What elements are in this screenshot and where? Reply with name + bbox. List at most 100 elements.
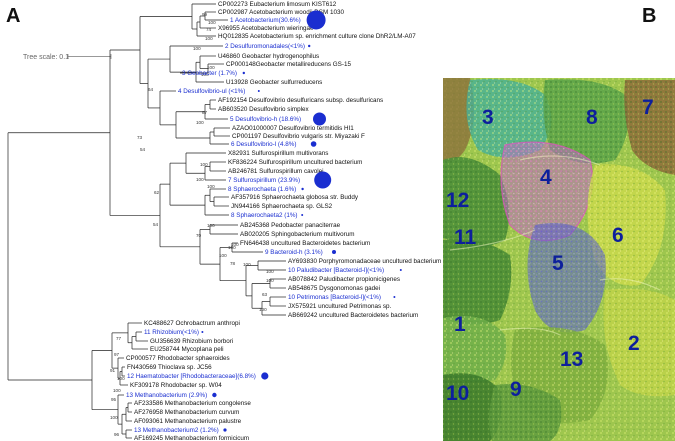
reference-taxon-label: X96955 Acetobacterium wieringae	[218, 25, 314, 32]
bootstrap-value: 70	[196, 233, 202, 238]
abundance-marker	[332, 250, 336, 254]
reference-taxon-label: GU356639 Rhizobium borbori	[150, 338, 233, 345]
bootstrap-value: 74	[206, 27, 212, 32]
bootstrap-value: 100	[207, 65, 215, 70]
reference-taxon-label: AF357916 Sphaerochaeta globosa str. Budd…	[231, 194, 359, 201]
bootstrap-value: 100	[117, 376, 125, 381]
otu-label: 10 Petrimonas [Bacteroid-l](<1%)	[288, 294, 381, 301]
otu-label: 12 Haematobacter [Rhodobacteraceae](6.8%…	[127, 373, 256, 380]
bootstrap-value: 54	[140, 147, 146, 152]
abundance-marker	[308, 44, 311, 48]
bootstrap-value: 100	[196, 120, 204, 125]
otu-label: 9 Bacteroid-h (3.1%)	[265, 249, 323, 256]
reference-taxon-label: AY693830 Porphyromonadaceae uncultured b…	[288, 258, 441, 265]
map-zone-number: 12	[446, 189, 469, 212]
abundance-marker	[313, 112, 326, 126]
otu-label: 5 Desulfovibrio-h (18.6%)	[230, 116, 301, 123]
map-zone-number: 13	[560, 348, 583, 371]
reference-taxon-label: FN430569 Thioclava sp. JC56	[127, 364, 212, 371]
tree-scale-label: Tree scale: 0.1	[23, 54, 69, 61]
reference-taxon-label: U46860 Geobacter hydrogenophilus	[218, 53, 319, 60]
bootstrap-value: 100	[196, 177, 204, 182]
abundance-marker	[310, 141, 317, 147]
reference-taxon-label: KC488627 Ochrobactrum anthropi	[144, 320, 240, 327]
abundance-marker	[393, 296, 396, 298]
bootstrap-value: 100	[266, 278, 274, 283]
otu-label: 10 Paludibacter [Bacteroid-l](<1%)	[288, 267, 384, 274]
abundance-markers	[201, 10, 402, 432]
reference-taxon-label: EU258744 Mycoplana peli	[150, 346, 224, 353]
otu-label: 13 Methanobacterium2 (1.2%)	[134, 427, 219, 434]
bootstrap-value: 96	[114, 432, 120, 437]
reference-taxon-label: CP002273 Eubacterium limosum KIST612	[218, 1, 337, 8]
reference-taxon-label: X82931 Sulfurospirillum multivorans	[228, 150, 328, 157]
abundance-marker	[301, 187, 304, 191]
abundance-marker	[223, 428, 227, 432]
reference-taxon-label: AZAO01000007 Desulfovibrio termitidis HI…	[232, 125, 354, 132]
map-zone-number: 8	[586, 106, 598, 129]
panel-label-a: A	[6, 5, 20, 27]
bootstrap-value: 64	[148, 87, 154, 92]
otu-label: 1 Acetobacterium(30.6%)	[230, 17, 301, 24]
reference-taxon-label: AF093061 Methanobacterium palustre	[134, 418, 242, 425]
reference-taxon-label: U13928 Geobacter sulfurreducens	[226, 79, 322, 86]
abundance-marker	[399, 269, 402, 271]
reference-taxon-label: AF276958 Methanobacterium curvum	[134, 409, 239, 416]
map-zone-number: 9	[510, 378, 522, 401]
reference-taxon-label: AF169245 Methanobacterium formicicum	[134, 435, 249, 441]
reference-taxon-label: AB245368 Pedobacter panaciterrae	[240, 222, 341, 229]
reference-taxon-label: HQ012835 Acetobacterium sp. enrichment c…	[218, 33, 416, 40]
bootstrap-value: 100	[243, 262, 251, 267]
bootstrap-value: 100	[231, 242, 239, 247]
reference-taxon-label: AB669242 uncultured Bacteroidetes bacter…	[288, 312, 418, 319]
abundance-marker	[212, 392, 217, 398]
reference-taxon-label: AB020205 Sphingobacterium multivorum	[240, 231, 354, 238]
bootstrap-value: 63	[262, 292, 268, 297]
otu-label: 4 Desulfovibrio-ul (<1%)	[178, 88, 245, 95]
map-zone-number: 7	[642, 96, 654, 119]
bootstrap-value: 100	[266, 269, 274, 274]
reference-taxon-label: AB603520 Desulfovibrio simplex	[218, 106, 310, 113]
bootstrap-value: 100	[193, 46, 201, 51]
reference-taxon-label: CP000577 Rhodobacter sphaeroides	[126, 355, 230, 362]
otu-label: 2 Desulfuromonadales(<1%)	[225, 43, 305, 50]
bootstrap-value: 100	[208, 20, 216, 25]
bootstrap-value: 100	[207, 184, 215, 189]
reference-taxon-label: CP000148Geobacter metallireducens GS-15	[226, 61, 351, 68]
bootstrap-value: 95	[111, 397, 117, 402]
otu-label: 6 Desulfovibrio-l (4.8%)	[231, 141, 296, 148]
bootstrap-value: 99	[202, 12, 208, 17]
map-zone-number: 1	[454, 313, 466, 336]
bootstrap-value: 100	[200, 162, 208, 167]
bootstrap-value: 100	[228, 245, 236, 250]
otu-label: 3 Geobacter (1.7%)	[182, 70, 237, 77]
tree-scale: Tree scale: 0.1	[23, 54, 112, 61]
otu-label: 11 Rhizobium(<1%)	[144, 329, 199, 336]
map-zone-number: 6	[612, 224, 624, 247]
bootstrap-value: 91	[110, 368, 116, 373]
reference-taxon-label: AF192154 Desulfovibrio desulfuricans sub…	[218, 97, 383, 104]
abundance-marker	[301, 214, 304, 216]
otu-label: 8 Sphaerochaeta2 (1%)	[231, 212, 298, 219]
reference-taxon-label: CP001197 Desulfovibrio vulgaris str. Miy…	[232, 133, 365, 140]
reference-taxon-label: KF309178 Rhodobacter sp. W04	[130, 382, 222, 389]
taxon-labels: CP002273 Eubacterium limosum KIST612CP00…	[126, 1, 441, 441]
map-zone-number: 11	[454, 226, 477, 249]
abundance-marker	[242, 71, 245, 75]
reference-taxon-label: AB246781 Sulfurospirillum cavolei	[228, 168, 324, 175]
reference-taxon-label: CP002987 Acetobacterium woodii DSM 1030	[218, 9, 345, 16]
abundance-marker	[201, 331, 204, 333]
bootstrap-value: 87	[202, 110, 208, 115]
reference-taxon-label: FN646438 uncultured Bacteroidetes bacter…	[240, 240, 370, 247]
bootstrap-value: 100	[259, 307, 267, 312]
reference-taxon-label: AB078842 Paludibacter propionicigenes	[288, 276, 400, 283]
bootstrap-value: 62	[154, 190, 160, 195]
reference-taxon-label: KF836224 Sulfurospirillum uncultured bac…	[228, 159, 362, 166]
abundance-marker	[306, 10, 326, 30]
bootstrap-value: 100	[113, 388, 121, 393]
map-zone-number: 5	[552, 252, 564, 275]
map-zone-number: 4	[540, 166, 552, 189]
bootstrap-value: 73	[137, 135, 143, 140]
